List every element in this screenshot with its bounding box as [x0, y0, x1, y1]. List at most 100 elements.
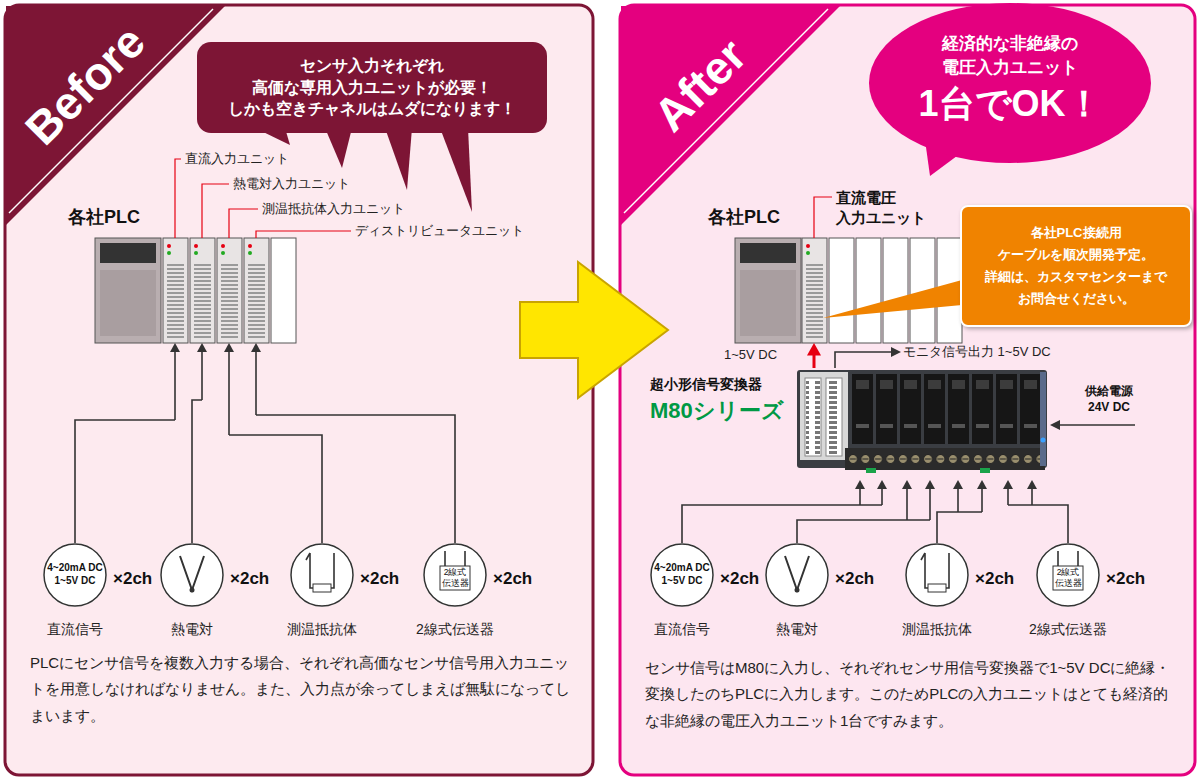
annotation: 供給電源 24V DC: [1077, 383, 1141, 415]
label-text: ディストリビュータユニット: [355, 222, 524, 240]
note-callout: 各社PLC接続用 ケーブルを順次開発予定。 詳細は、カスタマセンターまで お問合…: [960, 205, 1192, 327]
connector-line: [813, 355, 816, 368]
sensor-circle: ×2ch熱電対: [765, 543, 829, 607]
sensor-circle-outline: [905, 543, 969, 607]
rtd-wires: [921, 553, 949, 588]
connector: [224, 343, 322, 543]
sensor-face: [423, 543, 487, 607]
power-led: [1041, 438, 1046, 443]
arrow-head: [1050, 420, 1060, 430]
label-text: ×2ch: [360, 569, 399, 589]
supply-line: [1058, 424, 1135, 426]
led: [194, 251, 198, 255]
connector: [1003, 480, 1068, 543]
sensor-circle: 2線式 伝送器×2ch2線式伝送器: [423, 543, 487, 607]
signal-converter: 超小形信号変換器M80シリーズ: [648, 368, 1048, 480]
terminal-mark: [866, 468, 876, 473]
connector-line: [75, 351, 175, 543]
sensor-circle: 2線式 伝送器×2ch2線式伝送器: [1036, 543, 1100, 607]
connector-line: [937, 488, 982, 543]
label-text: ×2ch: [113, 569, 152, 589]
connector-line: [192, 351, 202, 543]
label-text: 2線式伝送器: [1003, 621, 1133, 639]
sensor-circle-outline: [160, 543, 224, 607]
input-module: 測温抵抗体入力ユニット: [217, 238, 242, 343]
led: [248, 244, 252, 248]
label-text: 各社PLC: [68, 205, 140, 229]
input-module: ディストリビュータユニット: [244, 238, 269, 343]
connector: [251, 343, 455, 543]
arrow-head: [197, 343, 207, 352]
label-text: PLCにセンサ信号を複数入力する場合、それぞれ高価なセンサ信号用入力ユニットを用…: [30, 650, 575, 729]
label-text: M80シリーズ: [650, 396, 784, 426]
label-text: 2線式 伝送器: [1053, 567, 1083, 589]
plc-front: [100, 270, 156, 336]
plc-front: [740, 270, 796, 336]
sensor-circle: 4~20mA DC 1~5V DC×2ch直流信号: [43, 543, 107, 607]
arrow-head: [1027, 480, 1037, 489]
sensor-face: [1036, 543, 1100, 607]
module-terminals: [194, 262, 211, 338]
module-terminals: [221, 262, 238, 338]
sensor-circle-outline: [765, 543, 829, 607]
arrow-head: [807, 343, 821, 356]
sensor-face: [160, 543, 224, 607]
edge-label: 1~5V DC: [722, 347, 779, 362]
arrow-head: [891, 347, 901, 357]
label-text: 経済的な非絶縁の 電圧入力ユニット: [900, 32, 1120, 80]
input-module: 熱電対入力ユニット: [190, 238, 215, 343]
sensor-face: [765, 543, 829, 607]
sensor-circle-outline: [290, 543, 354, 607]
sensor-face: [43, 543, 107, 607]
label-text: 熱電対: [732, 621, 862, 639]
connector-line: [229, 351, 322, 543]
arrow-head: [877, 480, 887, 489]
plc-unit: 各社PLC直流入力ユニット熱電対入力ユニット測温抵抗体入力ユニットディストリビュ…: [65, 200, 305, 345]
label-text: 熱電対: [127, 621, 257, 639]
arrow-head: [977, 480, 987, 489]
label-text: 各社PLC: [708, 205, 780, 229]
plc-cpu: [735, 238, 801, 343]
label-text: 測温抵抗体入力ユニット: [262, 200, 405, 218]
terminal-screws: [847, 450, 1043, 468]
arrow-head: [953, 480, 963, 489]
label-text: After: [617, 2, 784, 169]
arrow-head: [224, 343, 234, 352]
m80-body: [797, 370, 1047, 468]
label-text: 2線式 伝送器: [440, 567, 470, 589]
label-text: 直流入力ユニット: [185, 150, 289, 168]
speech-bubble: 経済的な非絶縁の 電圧入力ユニット1台でOK！: [868, 2, 1152, 164]
circle-outline: [906, 544, 968, 606]
label-text: ×2ch: [1106, 569, 1145, 589]
label-text: 1台でOK！: [868, 82, 1152, 125]
empty-slot: [883, 238, 908, 343]
thermocouple-symbol: [180, 556, 204, 590]
connector: [805, 378, 821, 456]
plc-module: [217, 238, 242, 343]
plc-cpu: [95, 238, 161, 343]
connector: [75, 343, 180, 543]
plc-module: [802, 238, 827, 343]
connector-line: [1008, 488, 1068, 543]
transmitter-wires: [445, 551, 465, 566]
plc-display: [100, 243, 156, 263]
label-text: 2線式伝送器: [390, 621, 520, 639]
connector-pins: [806, 380, 820, 454]
plc-module: [244, 238, 269, 343]
arrow-head: [902, 480, 912, 489]
led: [806, 251, 810, 255]
circle-outline: [291, 544, 353, 606]
connector-block: [800, 372, 848, 460]
label-text: 直流電圧 入力ユニット: [836, 188, 946, 228]
label-text: センサ入力それぞれ 高価な専用入力ユニットが必要！ しかも空きチャネルはムダにな…: [207, 55, 537, 120]
label-text: ×2ch: [493, 569, 532, 589]
led: [194, 244, 198, 248]
monitor-line: [835, 352, 893, 368]
label-text: 4~20mA DC 1~5V DC: [45, 561, 105, 587]
annotation: モニタ信号出力 1~5V DC: [903, 343, 1051, 361]
terminal-mark: [980, 468, 990, 473]
junction-dot: [190, 588, 195, 593]
transmitter-wires: [1058, 551, 1078, 566]
arrow-head: [1003, 480, 1013, 489]
label-text: ×2ch: [720, 569, 759, 589]
